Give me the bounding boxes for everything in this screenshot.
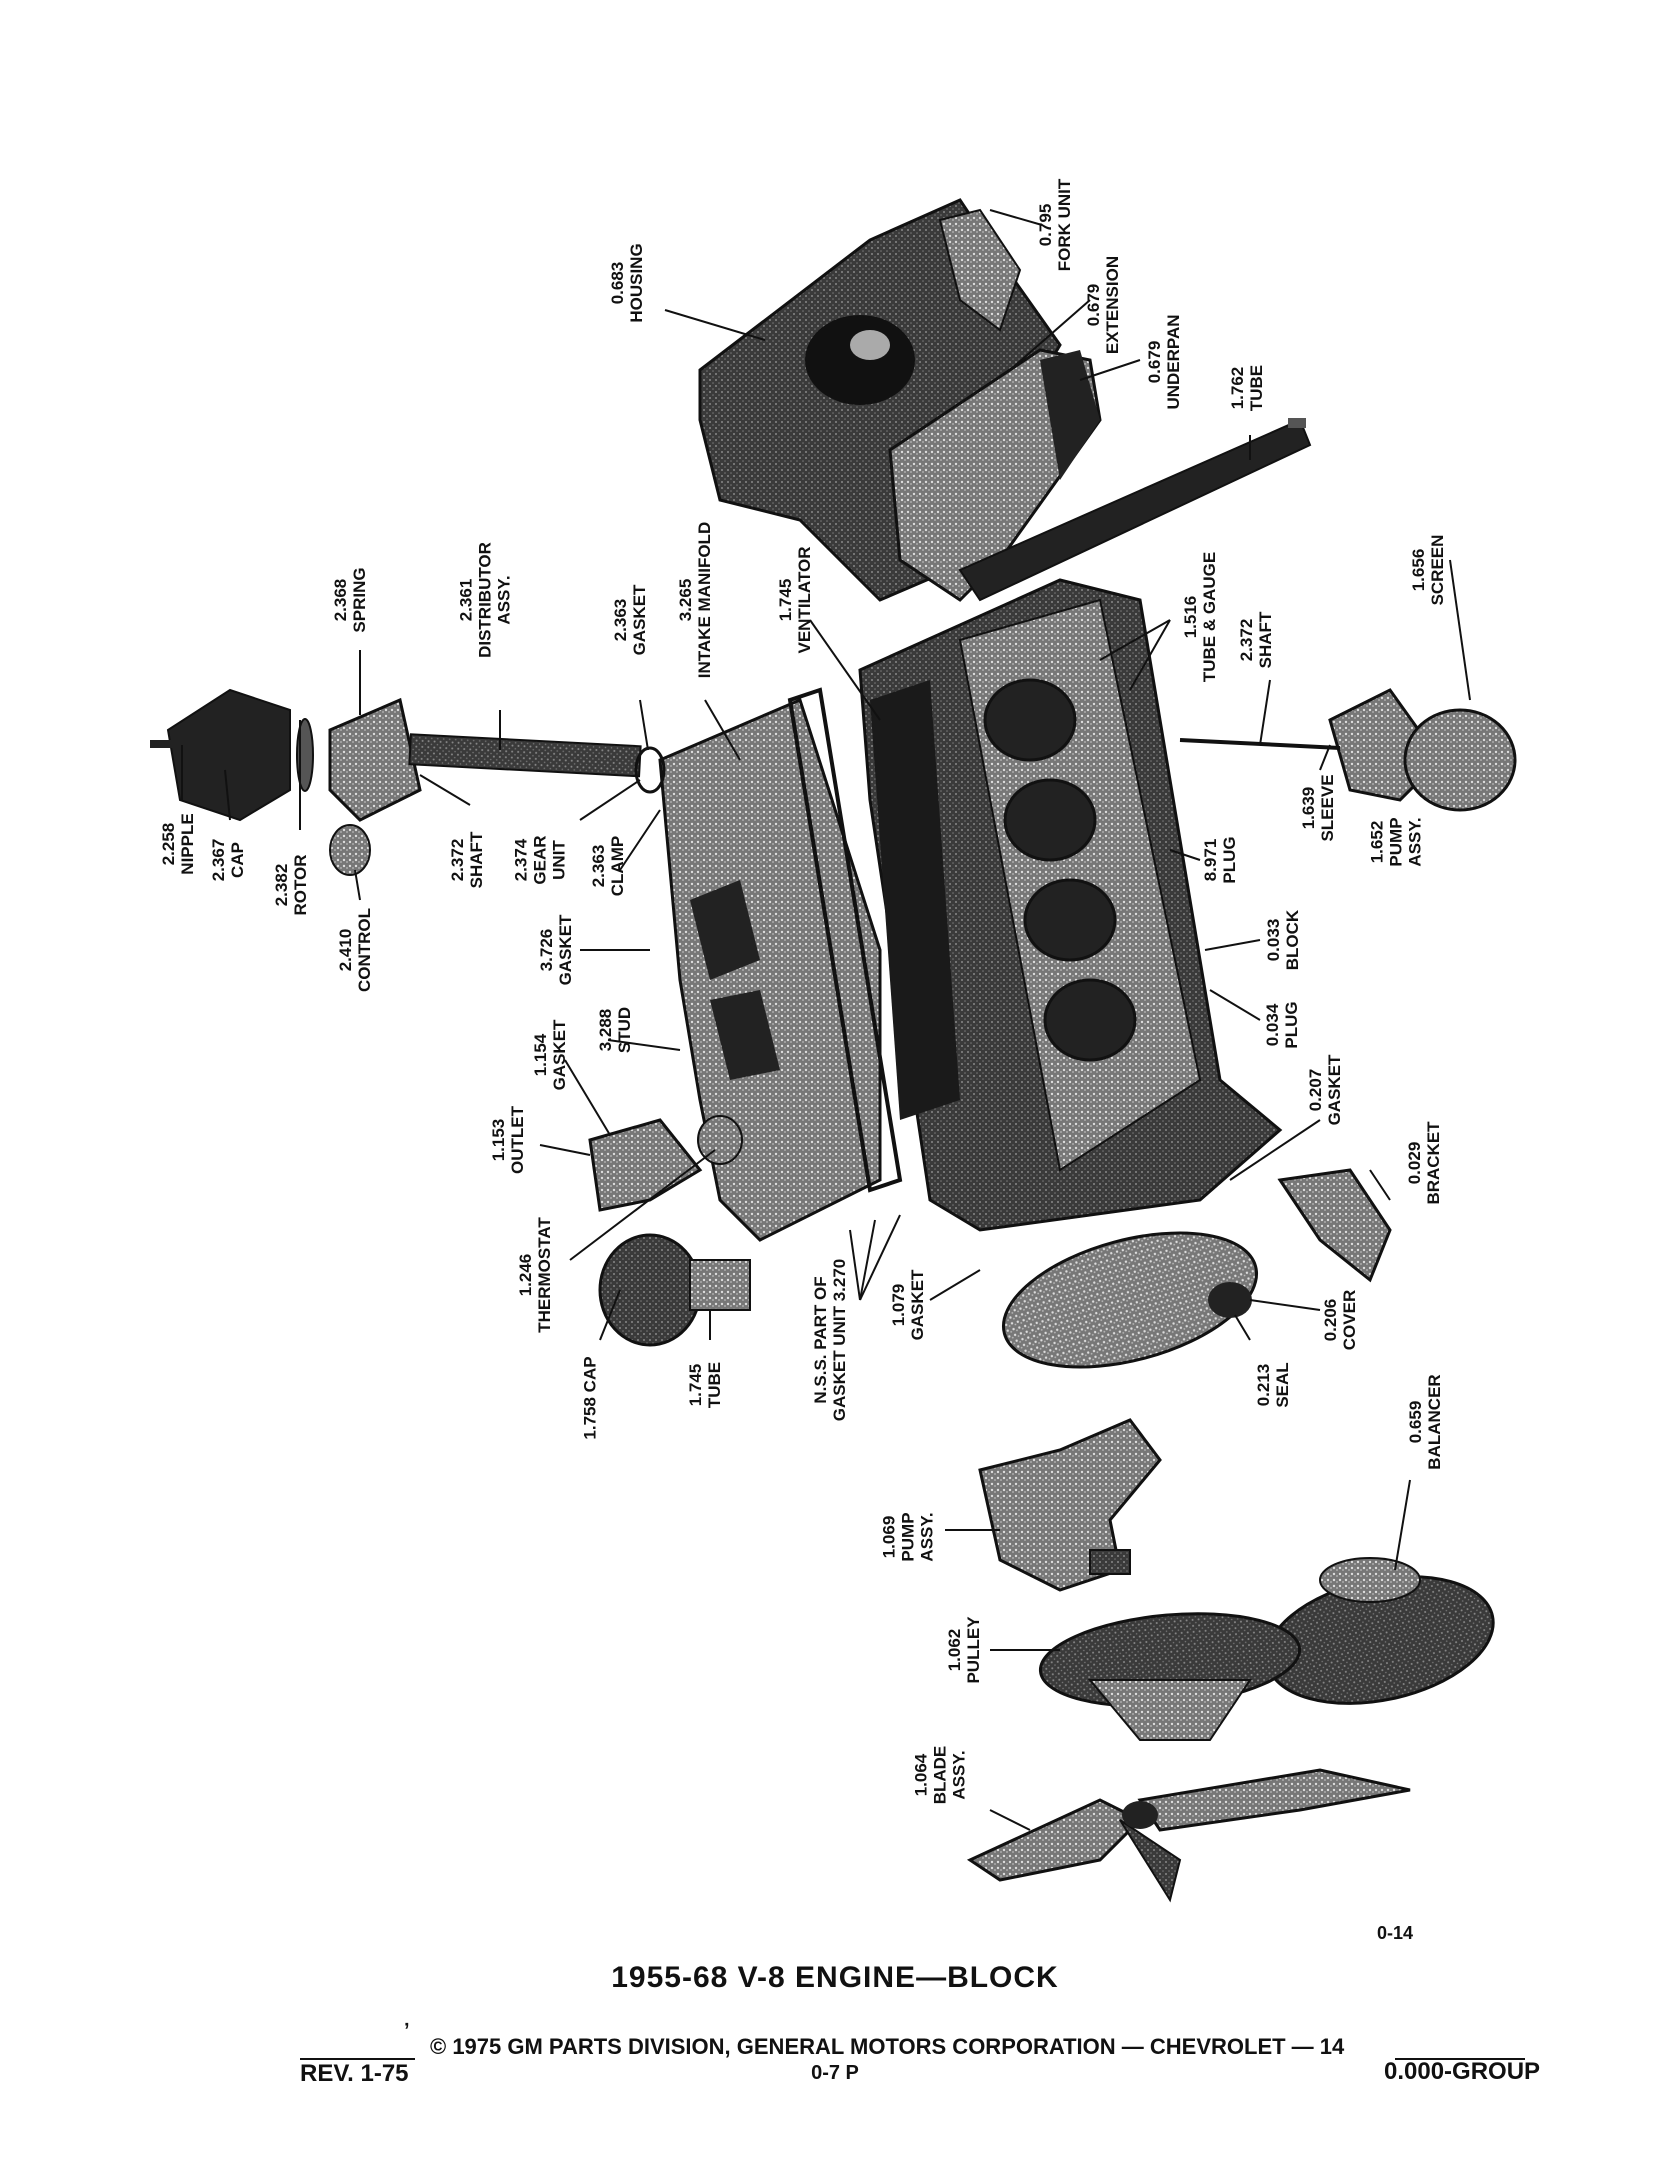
engine-block-part — [858, 578, 1283, 1232]
callout-nss-gasket: N.S.S. PART OF GASKET UNIT 3.270 — [811, 1258, 849, 1422]
callout-fork-unit: 0.795 FORK UNIT — [1036, 178, 1074, 272]
callout-plug-8971: 8.971 PLUG — [1201, 836, 1239, 884]
footer-rule-right — [1395, 2058, 1525, 2060]
distributor-part — [150, 688, 666, 876]
callout-control: 2.410 CONTROL — [336, 907, 374, 993]
callout-gear-unit: 2.374 GEAR UNIT — [511, 835, 569, 885]
callout-tube-gauge: 1.516 TUBE & GAUGE — [1181, 551, 1219, 683]
callout-intake-manifold: 3.265 INTAKE MANIFOLD — [676, 521, 714, 679]
callout-plug-0034: 0.034 PLUG — [1263, 1001, 1301, 1049]
callout-screen: 1.656 SCREEN — [1409, 534, 1447, 606]
tick-mark: ʼ — [404, 2020, 410, 2042]
callout-block: 0.033 BLOCK — [1264, 909, 1302, 971]
callout-distributor-assy: 2.361 DISTRIBUTOR ASSY. — [456, 542, 514, 658]
tube-part — [958, 418, 1312, 602]
callout-bracket: 0.029 BRACKET — [1405, 1121, 1443, 1205]
callout-pump-assy-1652: 1.652 PUMP ASSY. — [1367, 817, 1425, 867]
callout-tube-1762: 1.762 TUBE — [1228, 364, 1266, 412]
callout-balancer: 0.659 BALANCER — [1406, 1374, 1444, 1470]
callout-seal: 0.213 SEAL — [1254, 1362, 1292, 1408]
callout-pump-assy-1069: 1.069 PUMP ASSY. — [879, 1512, 937, 1562]
callout-spring: 2.368 SPRING — [331, 567, 369, 633]
callout-sleeve: 1.639 SLEEVE — [1299, 774, 1337, 842]
intake-manifold-part — [658, 697, 882, 1242]
callout-pulley: 1.062 PULLEY — [945, 1616, 983, 1684]
callout-blade-assy: 1.064 BLADE ASSY. — [911, 1745, 969, 1805]
callout-shaft-2372-left: 2.372 SHAFT — [448, 831, 486, 889]
fan-blade-part — [966, 1768, 1411, 1903]
outlet-part — [588, 1118, 703, 1212]
callout-gasket-1079: 1.079 GASKET — [889, 1269, 927, 1341]
figure-title: 1955-68 V-8 ENGINE—BLOCK — [611, 1961, 1059, 1994]
callout-clamp: 2.363 CLAMP — [589, 835, 627, 897]
callout-underpan: 0.679 UNDERPAN — [1145, 314, 1183, 410]
manifold-gasket-part — [787, 687, 903, 1193]
callout-housing: 0.683 HOUSING — [608, 243, 646, 323]
callout-gasket-0207: 0.207 GASKET — [1306, 1054, 1344, 1126]
callout-tube-1745: 1.745 TUBE — [686, 1361, 724, 1409]
bracket-part — [1277, 1168, 1392, 1283]
timing-cover-part — [1001, 1231, 1259, 1369]
callout-nipple: 2.258 NIPPLE — [159, 813, 197, 875]
water-pump-part — [978, 1418, 1162, 1592]
callout-cap-2367: 2.367 CAP — [209, 838, 247, 882]
callout-stud: 3.288 STUD — [596, 1006, 634, 1054]
leader-lines — [181, 209, 1471, 1831]
balancer-part — [1265, 1557, 1495, 1705]
callout-ventilator: 1.745 VENTILATOR — [776, 546, 814, 654]
oil-pump-part — [1179, 688, 1517, 812]
pulley-part — [1038, 1612, 1302, 1741]
callout-shaft-2372-right: 2.372 SHAFT — [1237, 611, 1275, 669]
group-code: 0.000-GROUP — [1384, 2058, 1541, 2085]
revision-label: REV. 1-75 — [300, 2060, 409, 2087]
callout-outlet: 1.153 OUTLET — [489, 1106, 527, 1174]
oil-filler-cap-part — [598, 1233, 751, 1347]
callout-rotor: 2.382 ROTOR — [272, 854, 310, 916]
figure-number: 0-14 — [1377, 1923, 1414, 1943]
callout-cover: 0.206 COVER — [1321, 1289, 1359, 1351]
callout-gasket-2363: 2.363 GASKET — [611, 584, 649, 656]
callout-gasket-1154: 1.154 GASKET — [531, 1019, 569, 1091]
footer-rule-left — [300, 2058, 415, 2060]
callout-gasket-3726: 3.726 GASKET — [537, 914, 575, 986]
underpan-part — [888, 348, 1102, 602]
copyright-line: © 1975 GM PARTS DIVISION, GENERAL MOTORS… — [430, 2034, 1345, 2059]
callout-cap-1758: 1.758 CAP — [580, 1356, 600, 1440]
callout-thermostat: 1.246 THERMOSTAT — [516, 1217, 554, 1333]
callout-extension: 0.679 EXTENSION — [1084, 255, 1122, 355]
thermostat-part — [697, 1115, 743, 1165]
page-code: 0-7 P — [811, 2062, 859, 2084]
